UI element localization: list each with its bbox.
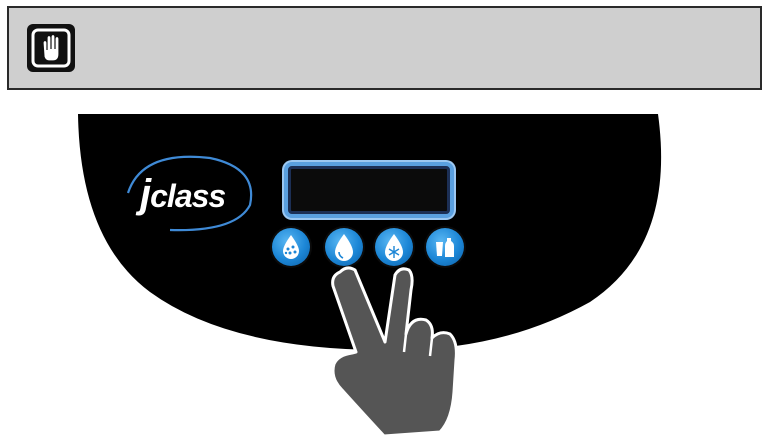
- two-finger-press-hand-icon: [0, 0, 771, 439]
